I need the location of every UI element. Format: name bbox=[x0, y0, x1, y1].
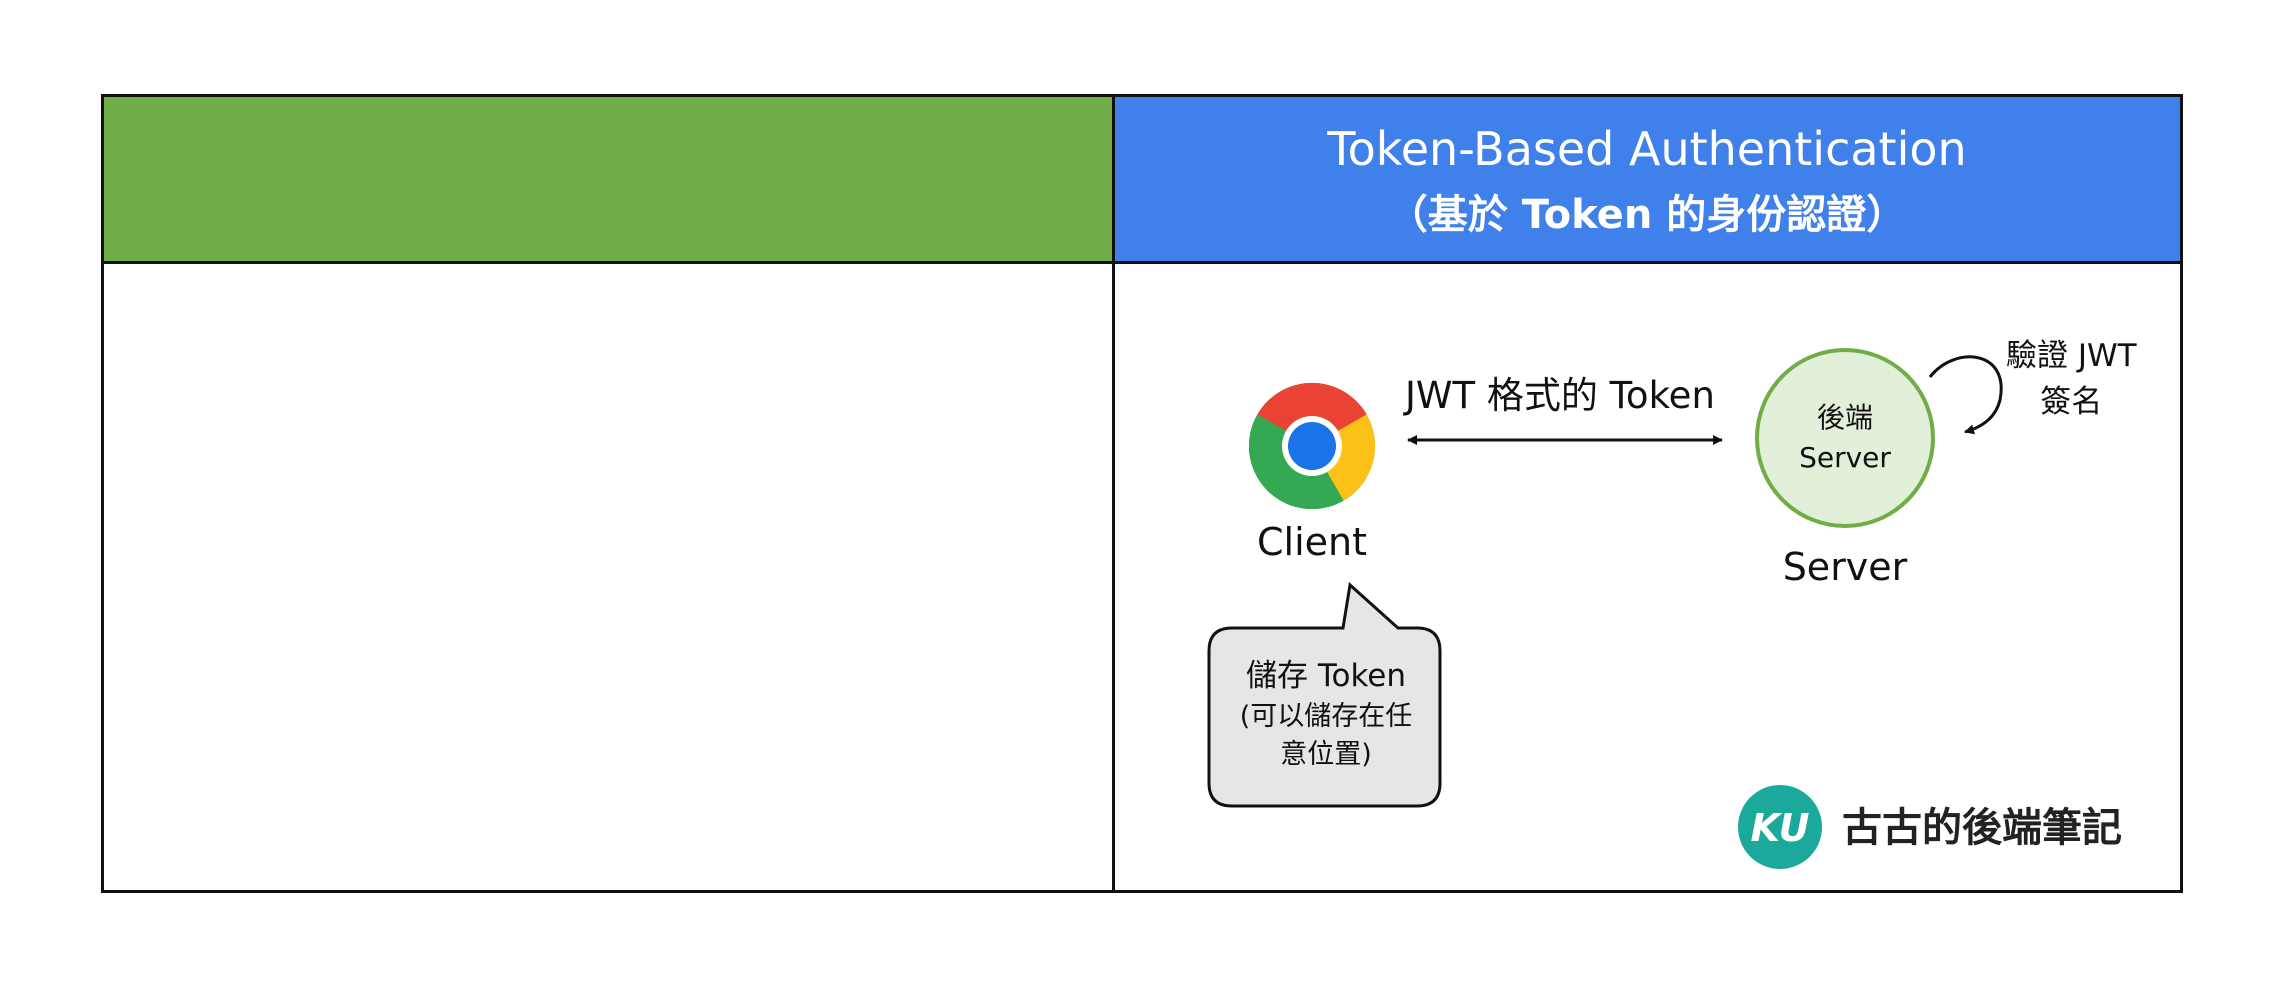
token-arrow-label: JWT 格式的 Token bbox=[1405, 374, 1715, 417]
server-label: Server bbox=[1782, 545, 1908, 589]
server-node bbox=[1755, 348, 1935, 528]
header-title: Token-Based Authentication bbox=[1327, 122, 1967, 176]
verify-loop-arrow bbox=[1928, 355, 2003, 435]
chrome-browser-icon bbox=[1248, 382, 1376, 510]
comparison-table: Token-Based Authentication （基於 Token 的身份… bbox=[101, 94, 2183, 893]
bubble-sub-text: (可以儲存在任 意位置) bbox=[1239, 701, 1413, 770]
bubble-main-text: 儲存 Token bbox=[1245, 658, 1407, 694]
verify-signature-label: 驗證 JWT 簽名 bbox=[2006, 338, 2137, 420]
left-header-cell bbox=[104, 97, 1114, 263]
brand-logo-text: KU bbox=[1751, 806, 1810, 850]
header-divider bbox=[104, 261, 2180, 264]
client-label: Client bbox=[1256, 520, 1367, 564]
brand-name: 古古的後端筆記 bbox=[1842, 805, 2122, 851]
header-subtitle: （基於 Token 的身份認證） bbox=[1387, 192, 1907, 238]
column-divider bbox=[1112, 97, 1115, 890]
storage-speech-bubble bbox=[1207, 582, 1442, 808]
bubble-text: 儲存 Token (可以儲存在任 意位置) bbox=[1214, 654, 1438, 774]
right-header-cell: Token-Based Authentication （基於 Token 的身份… bbox=[1114, 97, 2180, 263]
brand-logo-icon: KU bbox=[1738, 785, 1822, 869]
server-node-text: 後端 Server bbox=[1799, 401, 1891, 474]
